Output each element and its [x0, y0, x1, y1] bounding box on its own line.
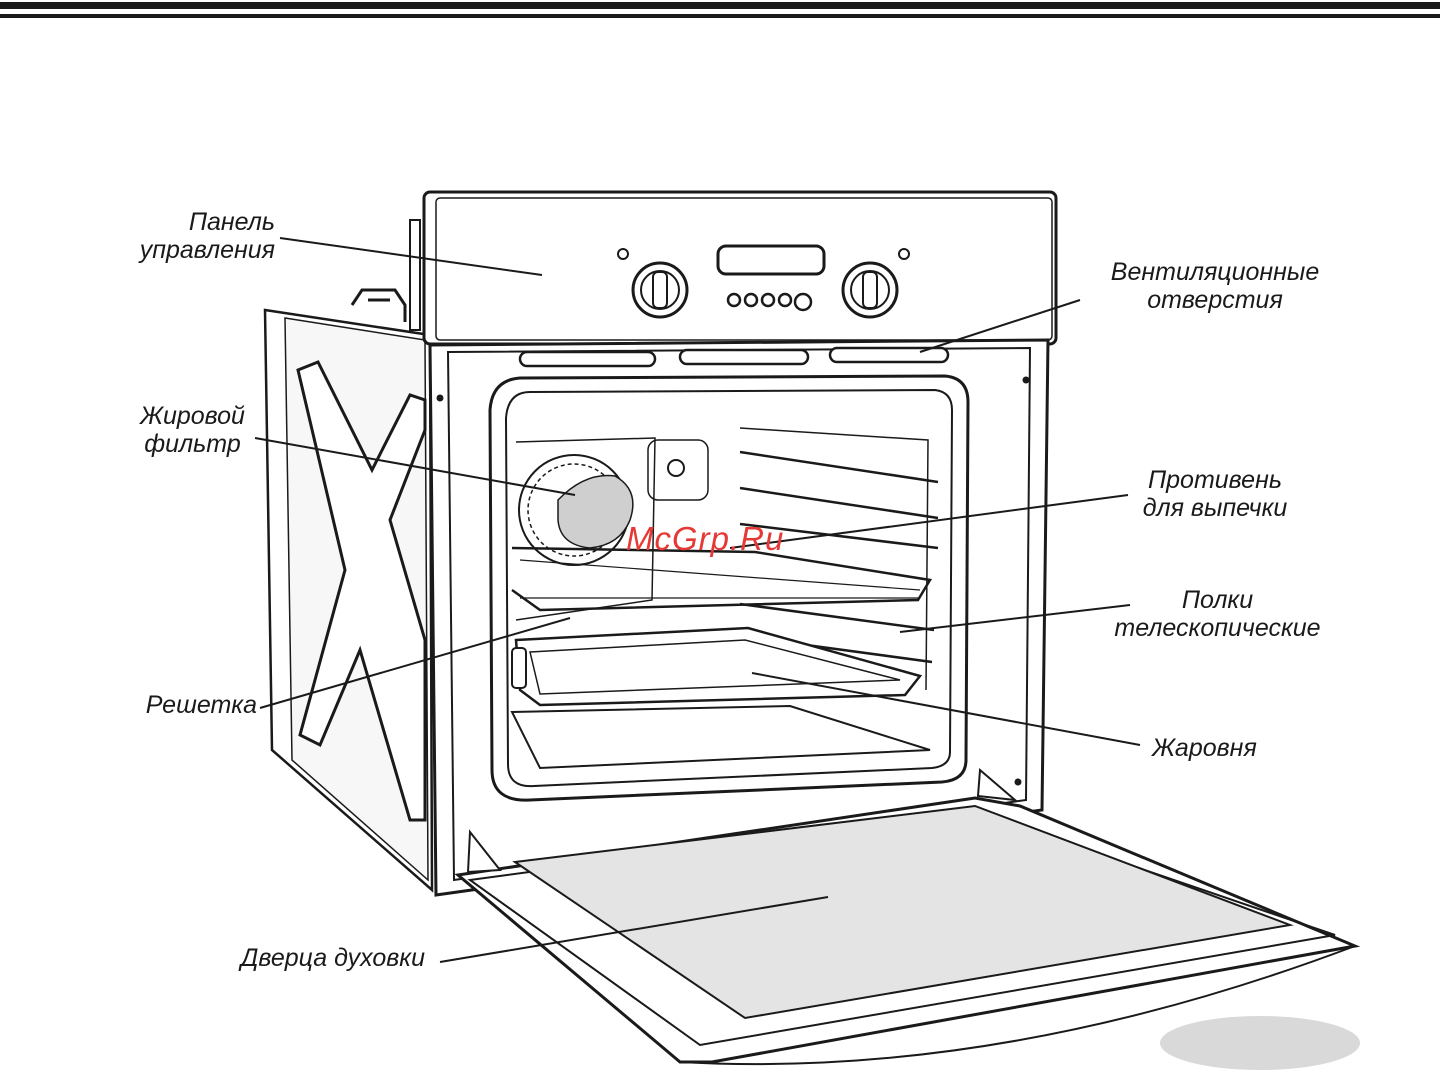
oven-side-panel	[265, 220, 432, 890]
label-baking-tray-line2: для выпечки	[1115, 494, 1315, 522]
label-grease-filter-line1: Жировой	[110, 402, 275, 430]
label-control-panel-line1: Панель	[90, 208, 275, 236]
label-vents-line2: отверстия	[1085, 286, 1345, 314]
label-control-panel-line2: управления	[90, 236, 275, 264]
label-vents-line1: Вентиляционные	[1085, 258, 1345, 286]
label-baking-tray-line1: Противень	[1115, 466, 1315, 494]
label-grease-filter: Жировой фильтр	[110, 402, 275, 458]
watermark: McGrp.Ru	[626, 520, 784, 558]
label-telescopic-shelves-line2: телескопические	[1090, 614, 1345, 642]
label-grease-filter-line2: фильтр	[110, 430, 275, 458]
label-roasting-pan: Жаровня	[1152, 734, 1257, 762]
label-wire-rack: Решетка	[110, 691, 257, 719]
label-telescopic-shelves: Полки телескопические	[1090, 586, 1345, 642]
page-number-tab	[1160, 1016, 1360, 1070]
label-baking-tray: Противень для выпечки	[1115, 466, 1315, 522]
label-vents: Вентиляционные отверстия	[1085, 258, 1345, 314]
label-control-panel: Панель управления	[90, 208, 275, 264]
header-rule	[0, 2, 1440, 18]
oven-cavity	[490, 376, 968, 800]
label-oven-door: Дверца духовки	[180, 944, 425, 972]
label-telescopic-shelves-line1: Полки	[1090, 586, 1345, 614]
label-oven-door-line1: Дверца духовки	[180, 944, 425, 972]
control-panel	[424, 192, 1056, 344]
label-roasting-pan-line1: Жаровня	[1152, 734, 1257, 762]
label-wire-rack-line1: Решетка	[110, 691, 257, 719]
